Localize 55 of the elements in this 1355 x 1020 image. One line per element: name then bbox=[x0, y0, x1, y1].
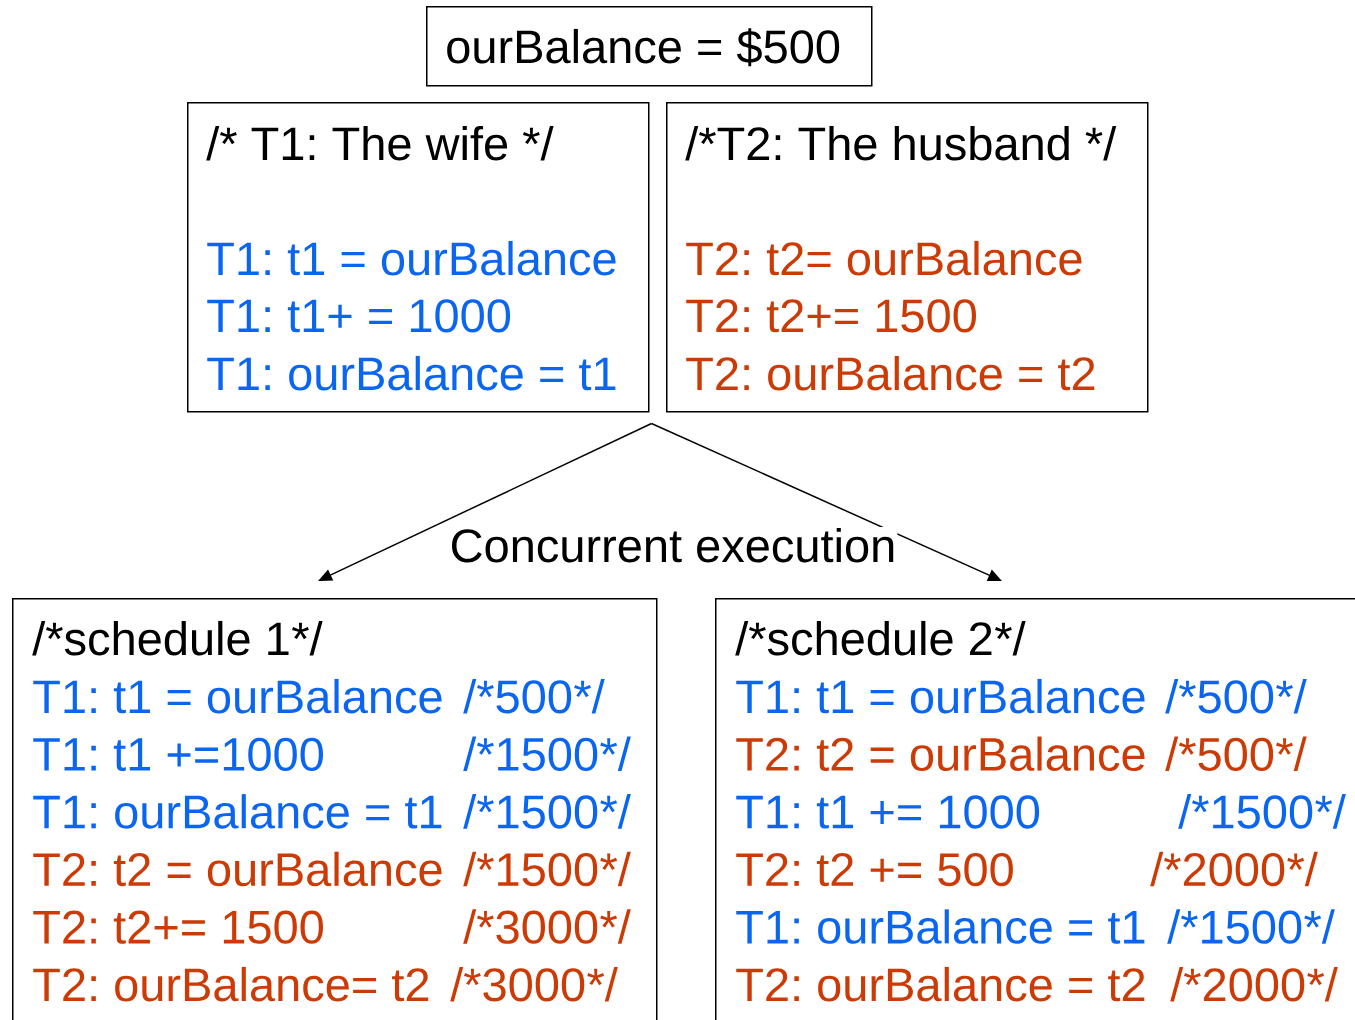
code-line: /*1500 bbox=[463, 736, 598, 772]
code-line: /*500 bbox=[463, 678, 572, 714]
code-line: /*1500 bbox=[1167, 909, 1302, 944]
code-line: /*3000 bbox=[463, 909, 598, 944]
code-comment: */ bbox=[995, 620, 1026, 656]
caption-text: Concurrent execution bbox=[448, 526, 898, 564]
code-line: */ bbox=[1307, 966, 1338, 1002]
code-line: /*1500 bbox=[1178, 794, 1313, 829]
code-line: */ bbox=[574, 678, 605, 714]
code-line: T1: t1 +=1000 bbox=[33, 737, 323, 772]
code-line: T1: t1 = ourBalance bbox=[33, 678, 442, 714]
code-box bbox=[187, 102, 650, 413]
code-line: /*500 bbox=[1165, 736, 1274, 772]
code-line: T1: t1 = ourBalance bbox=[736, 678, 1145, 714]
code-line: */ bbox=[600, 909, 631, 944]
code-line: T2: ourBalance= t2 bbox=[33, 966, 429, 1002]
code-box bbox=[426, 6, 873, 87]
code-line: T1: ourBalance = t1 bbox=[736, 909, 1145, 944]
code-comment: /*T2: The husband */ bbox=[685, 125, 1117, 161]
code-line: */ bbox=[600, 794, 631, 829]
code-comment: ourBalance = $500 bbox=[447, 28, 840, 67]
code-line: /*3000 bbox=[450, 966, 585, 1002]
code-line: /*2000 bbox=[1170, 966, 1305, 1002]
code-line: T1: ourBalance = t1 bbox=[33, 794, 442, 829]
code-comment: */ bbox=[292, 620, 323, 656]
code-line: T2: ourBalance = t2 bbox=[736, 966, 1145, 1002]
code-line: T1: t1 += 1000 bbox=[736, 795, 1040, 829]
code-comment: /* T1: The wife */ bbox=[206, 125, 554, 161]
code-comment: /*schedule 1 bbox=[32, 620, 289, 656]
code-line: /*1500 bbox=[463, 794, 598, 829]
code-line: /*500 bbox=[1165, 678, 1274, 714]
code-box bbox=[12, 598, 658, 1020]
code-comment: /*schedule 2 bbox=[735, 620, 992, 656]
code-line: /*2000 bbox=[1150, 851, 1285, 887]
code-line: */ bbox=[1276, 736, 1307, 772]
code-line: T1: ourBalance = t1 bbox=[207, 355, 616, 391]
code-line: T2: t2 = ourBalance bbox=[736, 736, 1145, 772]
code-line: T2: t2+= 1500 bbox=[686, 299, 976, 333]
code-line: */ bbox=[1304, 909, 1335, 944]
code-line: */ bbox=[587, 966, 618, 1002]
code-line: T2: t2 += 500 bbox=[736, 852, 1013, 887]
code-line: T2: t2+= 1500 bbox=[33, 910, 323, 944]
code-line: */ bbox=[1276, 678, 1307, 714]
code-line: /*1500 bbox=[463, 851, 598, 887]
code-line: */ bbox=[600, 851, 631, 887]
code-box bbox=[715, 598, 1355, 1020]
code-line: T2: ourBalance = t2 bbox=[686, 355, 1095, 391]
code-line: */ bbox=[1315, 794, 1346, 829]
code-line: T2: t2 = ourBalance bbox=[33, 851, 442, 887]
code-line: */ bbox=[1287, 851, 1318, 887]
code-line: T2: t2= ourBalance bbox=[686, 240, 1082, 276]
code-line: T1: t1 = ourBalance bbox=[207, 240, 616, 276]
code-line: T1: t1+ = 1000 bbox=[207, 299, 511, 333]
code-box bbox=[666, 102, 1149, 413]
code-line: */ bbox=[600, 736, 631, 772]
